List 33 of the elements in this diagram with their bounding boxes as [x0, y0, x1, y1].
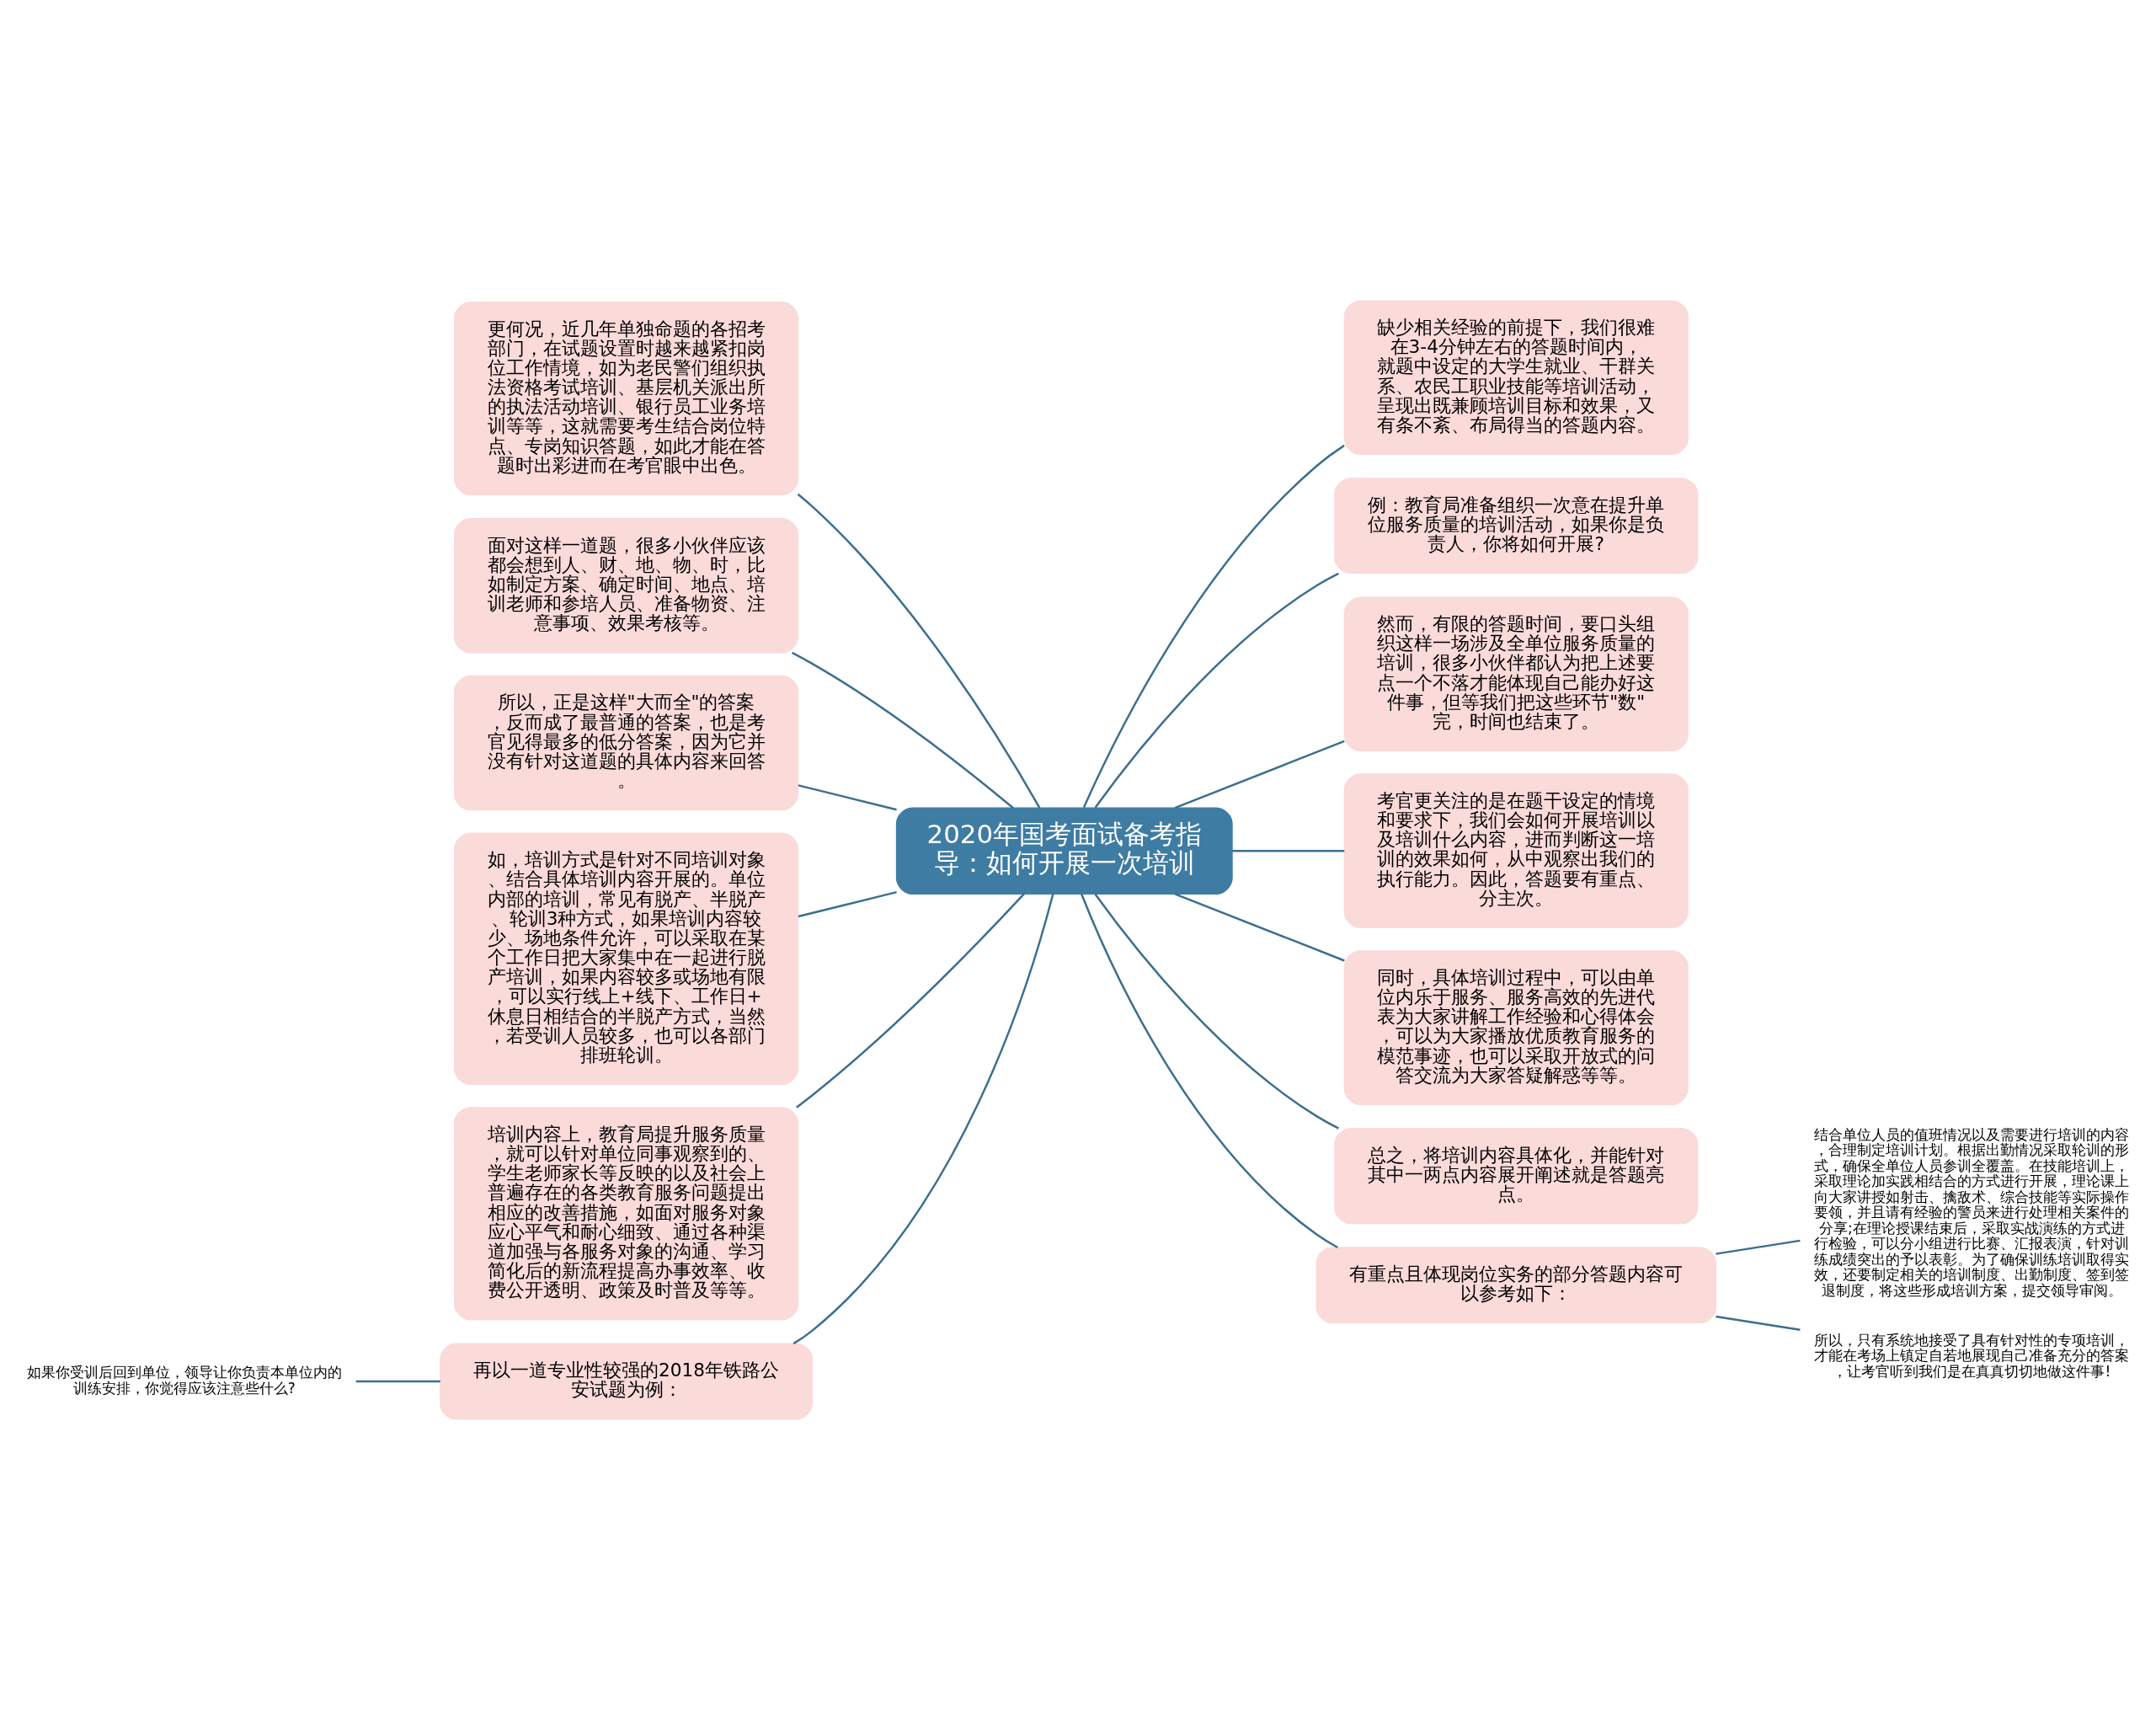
- connector: [797, 493, 1041, 809]
- connector: [791, 651, 1014, 809]
- node-box: 2020年国考面试备考指导：如何开展一次培训: [895, 807, 1233, 895]
- node-box: 缺少相关经验的前提下，我们很难在3-4分钟左右的答题时间内，就题中设定的大学生就业、干群关系、农民工职业技能等培训活动，呈现出既兼顾培训目标和效果，又有条不紊、布局得当的答题内容。: [1343, 300, 1689, 456]
- node-box: 面对这样一道题，很多小伙伴应该都会想到人、财、地、物、时，比如制定方案、确定时间、地点、培训老师和参培人员、准备物资、注意事项、效果考核等。: [454, 518, 799, 654]
- connector: [798, 890, 897, 918]
- connector: [1094, 572, 1339, 809]
- connector: [792, 893, 1054, 1345]
- connector: [1716, 1239, 1801, 1255]
- connector: [1094, 893, 1339, 1130]
- node-box: 所以，正是这样"大而全"的答案，反而成了最普通的答案，也是考官见得最多的低分答案，因为它并没有针对这道题的具体内容来回答。: [454, 675, 799, 811]
- connector: [355, 1380, 440, 1383]
- node-box: 更何况，近几年单独命题的各招考部门，在试题设置时越来越紧扣岗位工作情境，如为老民警们组织执法资格考试培训、基层机关派出所的执法活动培训、银行员工业务培训等等，这就需要考生结合岗位特点、专岗知识答题，如此才能在答题时出彩进而在考官眼中出色。: [454, 301, 799, 495]
- node-box: 如，培训方式是针对不同培训对象、结合具体培训内容开展的。单位内部的培训，常见有脱产、半脱产、轮训3种方式，如果培训内容较少、场地条件允许，可以采取在某个工作日把大家集中在一起进行脱产培训，如果内容较多或场地有限，可以实行线上+线下、工作日+休息日相结合的半脱产方式，当然，若受训人员较多，也可以各部门排班轮训。: [454, 832, 799, 1086]
- connector: [1174, 740, 1345, 809]
- connector: [798, 784, 897, 811]
- connector: [1082, 444, 1345, 809]
- node-text: 所以，只有系统地接受了具有针对性的专项培训，才能在考场上镇定自若地展现自己准备充分的答案，让考官听到我们是在真真切切地做这件事!: [1814, 1331, 2130, 1380]
- node-text: 如果你受训后回到单位，领导让你负责本单位内的训练安排，你觉得应该注意些什么?: [26, 1364, 342, 1397]
- node-box: 考官更关注的是在题干设定的情境和要求下，我们会如何开展培训以及培训什么内容，进而判断这一培训的效果如何，从中观察出我们的执行能力。因此，答题要有重点、分主次。: [1343, 773, 1689, 929]
- node-box: 培训内容上，教育局提升服务质量，就可以针对单位同事观察到的、学生老师家长等反映的以及社会上普遍存在的各类教育服务问题提出相应的改善措施，如面对服务对象应心平气和耐心细致、通过各种渠道加强与各服务对象的沟通、学习简化后的新流程提高办事效率、收费公开透明、政策及时普及等等。: [454, 1107, 799, 1321]
- connector: [1716, 1315, 1801, 1331]
- node-box: 例：教育局准备组织一次意在提升单位服务质量的培训活动，如果你是负责人，你将如何开展?: [1334, 478, 1699, 574]
- connector: [796, 893, 1025, 1108]
- node-box: 然而，有限的答题时间，要口头组织这样一场涉及全单位服务质量的培训，很多小伙伴都认为把上述要点一个不落才能体现自己能办好这件事，但等我们把这些环节"数"完，时间也结束了。: [1343, 596, 1689, 752]
- node-box: 有重点且体现岗位实务的部分答题内容可以参考如下：: [1315, 1247, 1716, 1324]
- node-text: 结合单位人员的值班情况以及需要进行培训的内容，合理制定培训计划。根据出勤情况采取轮训的形式，确保全单位人员参训全覆盖。在技能培训上，采取理论加实践相结合的方式进行开展，理论课上向大家讲授如射击、擒敌术、综合技能等实际操作要领，并且请有经验的警员来进行处理相关案件的分享;在理论授课结束后，采取实战演练的方式进行检验，可以分小组进行比赛、汇报表演，针对训练成绩突出的予以表彰。为了确保训练培训取得实效，还要制定相关的培训制度、出勤制度、签到签退制度，将这些形成培训方案，提交领导审阅。: [1814, 1125, 2130, 1299]
- node-box: 再以一道专业性较强的2018年铁路公安试题为例：: [440, 1343, 814, 1420]
- node-box: 同时，具体培训过程中，可以由单位内乐于服务、服务高效的先进代表为大家讲解工作经验和心得体会，可以为大家播放优质教育服务的模范事迹，也可以采取开放式的问答交流为大家答疑解惑等等。: [1343, 950, 1689, 1105]
- connector: [1174, 893, 1345, 962]
- connector: [1232, 849, 1345, 852]
- node-box: 总之，将培训内容具体化，并能针对其中一两点内容展开阐述就是答题亮点。: [1334, 1128, 1699, 1225]
- connector: [1081, 894, 1338, 1249]
